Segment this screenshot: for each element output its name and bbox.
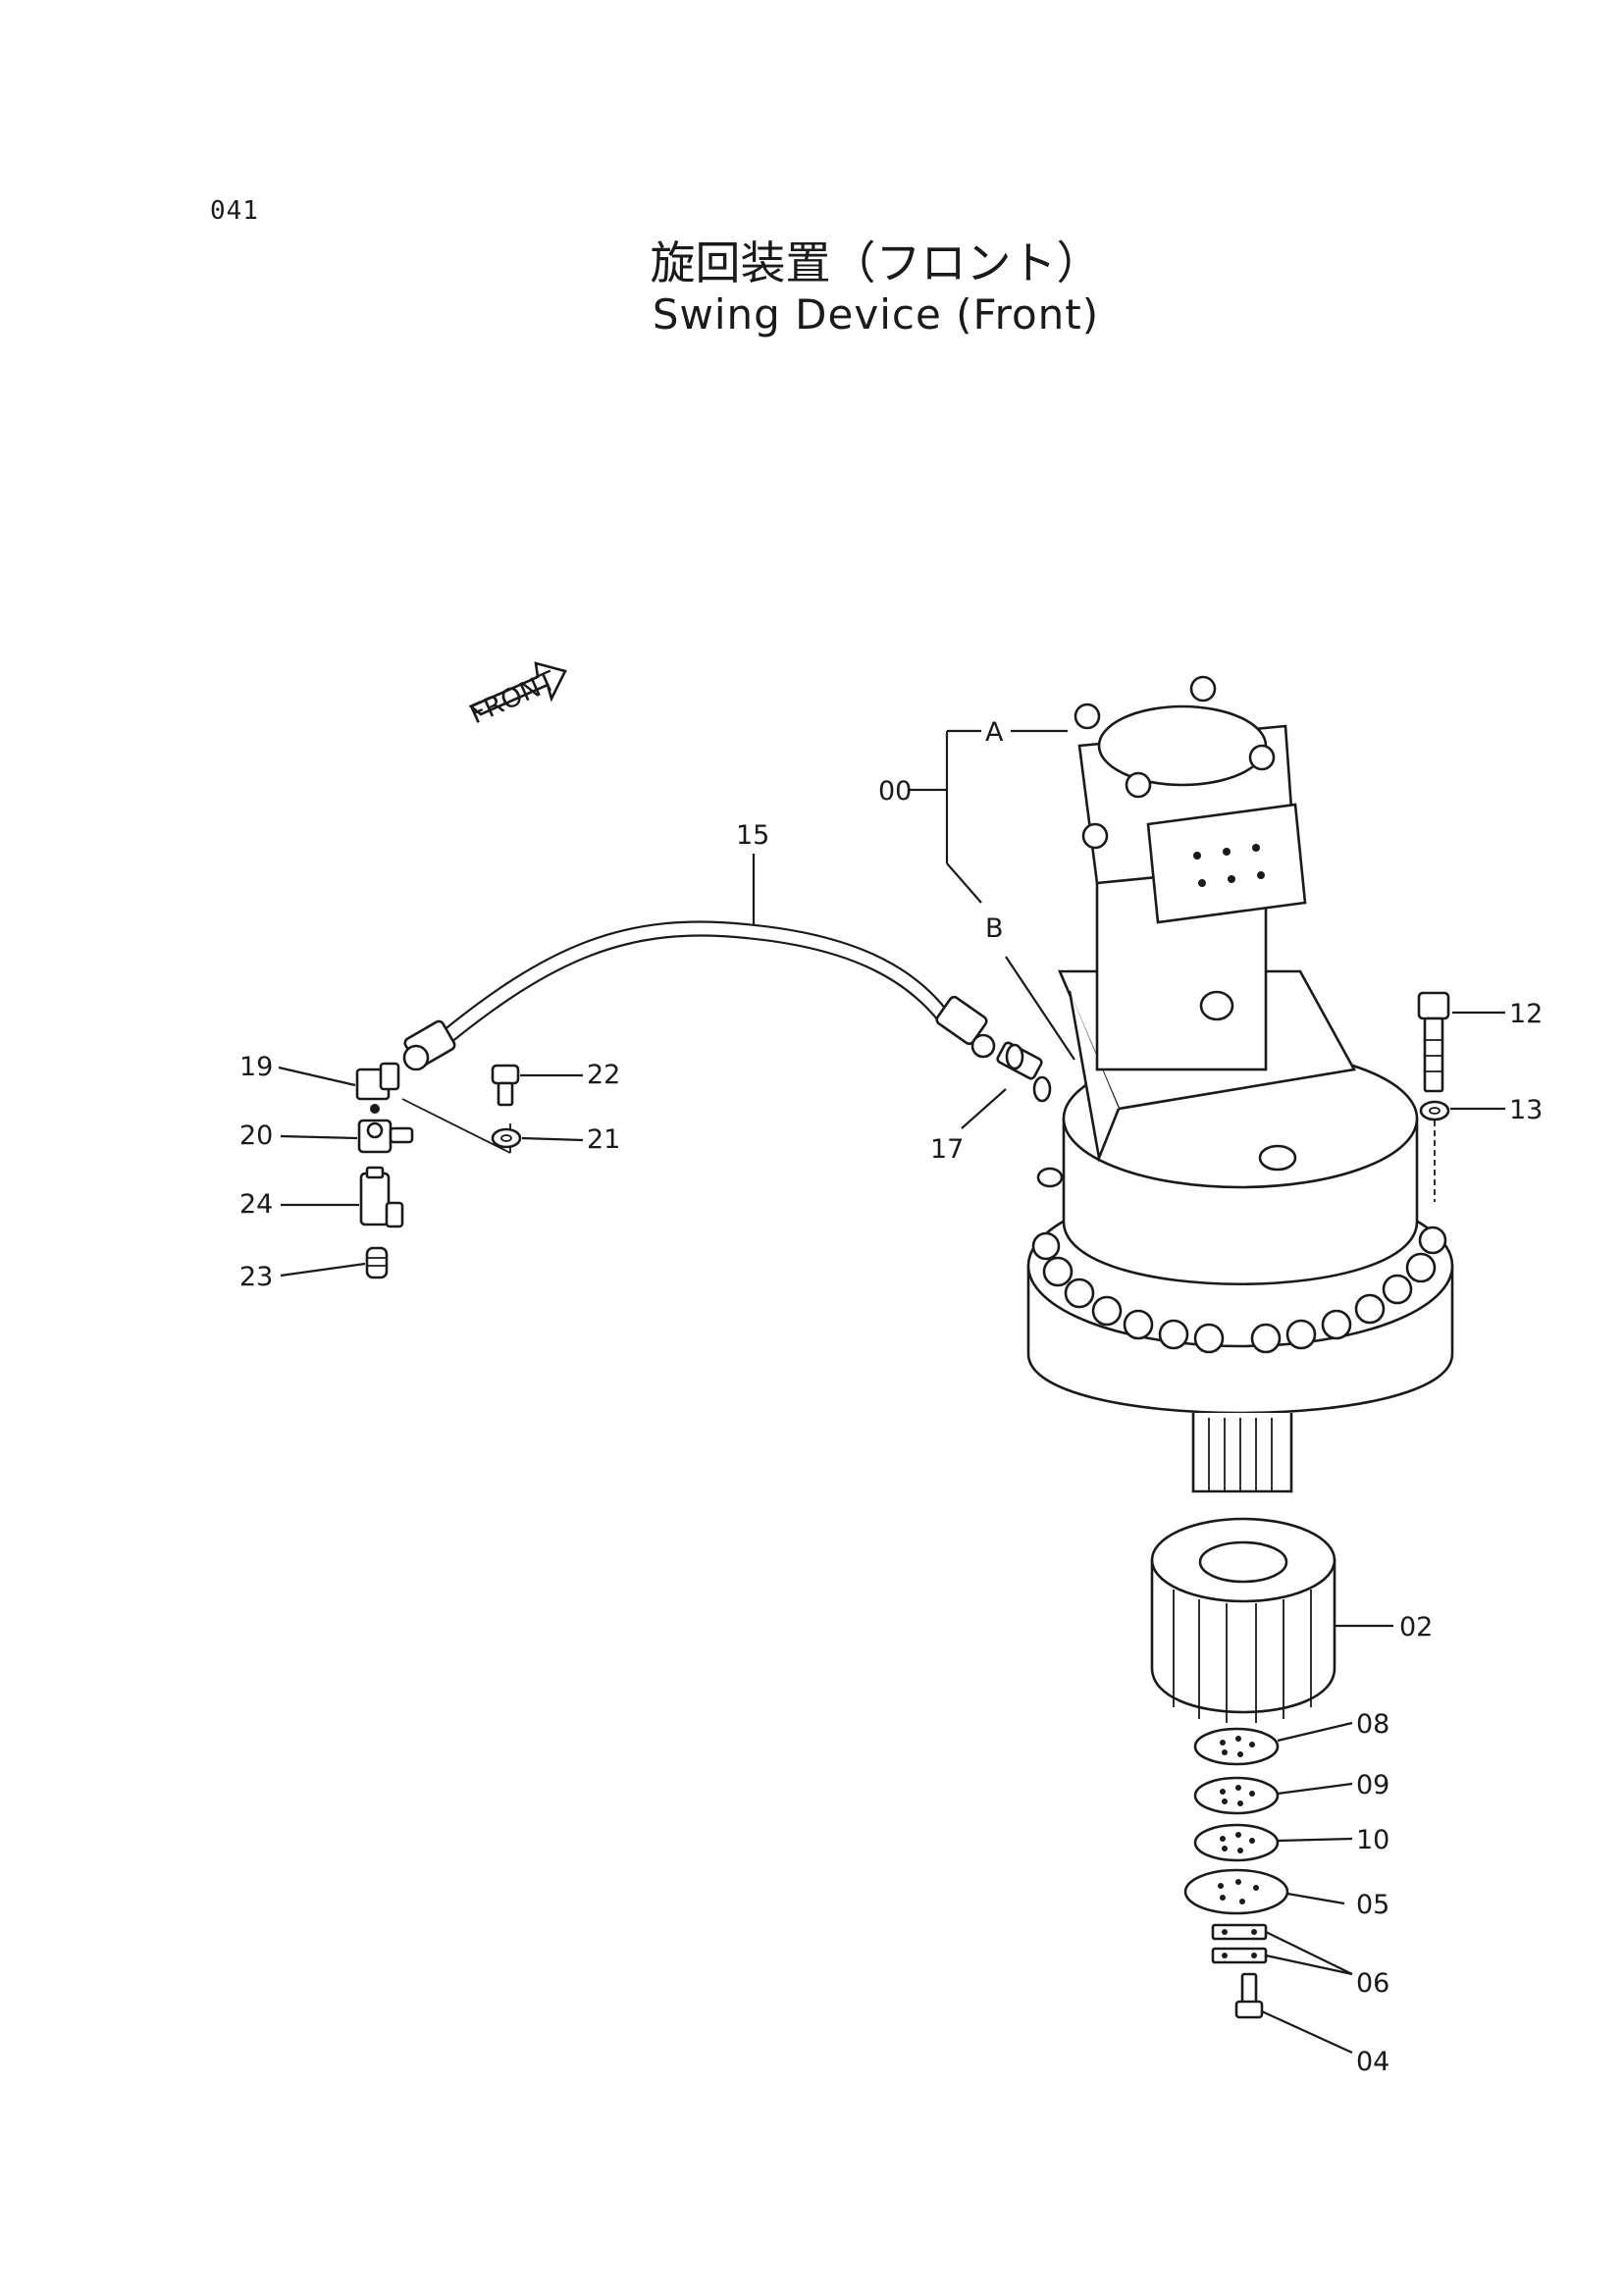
callout-08: 08 [1356, 1709, 1389, 1740]
plate-08 [1193, 1727, 1280, 1766]
swing-motor-assembly [1026, 675, 1454, 1493]
callout-21: 21 [587, 1124, 620, 1155]
connector-20 [357, 1098, 511, 1154]
leader-lines [278, 729, 1505, 2055]
bolt-04 [1234, 1972, 1264, 2019]
callout-19: 19 [239, 1052, 273, 1082]
callout-05: 05 [1356, 1890, 1389, 1920]
lock-plates-06 [1211, 1923, 1268, 1964]
callout-13: 13 [1509, 1095, 1543, 1125]
bolt-12 [1417, 991, 1450, 1093]
callout-20: 20 [239, 1121, 273, 1151]
callout-12: 12 [1509, 999, 1543, 1029]
plug-23 [365, 1246, 389, 1279]
title-japanese: 旋回装置（フロント） [650, 236, 1102, 289]
callout-04: 04 [1356, 2047, 1389, 2077]
washer-21 [491, 1127, 522, 1149]
washer-13 [1419, 1100, 1450, 1202]
callout-02: 02 [1399, 1612, 1433, 1642]
callout-17: 17 [930, 1134, 964, 1165]
callout-00: 00 [878, 776, 912, 807]
callout-06: 06 [1356, 1968, 1389, 1999]
fitting-17 [996, 1041, 1052, 1103]
pinion-gear-02 [1150, 1517, 1336, 1723]
callout-10: 10 [1356, 1825, 1389, 1855]
ring-bolts [1031, 1225, 1447, 1354]
callout-24: 24 [239, 1189, 273, 1220]
callout-22: 22 [587, 1060, 620, 1090]
plate-10 [1193, 1823, 1280, 1862]
tee-24 [359, 1166, 404, 1228]
callout-15: 15 [736, 820, 769, 851]
callout-labels: 00 A B 15 17 19 20 24 23 22 21 12 13 02 … [239, 717, 1543, 2077]
plate-09 [1193, 1776, 1280, 1815]
front-arrow: FRONT [465, 661, 567, 730]
front-label: FRONT [465, 665, 560, 730]
plate-05 [1183, 1868, 1289, 1915]
callout-23: 23 [239, 1262, 273, 1292]
hose-assembly [402, 920, 996, 1071]
callout-B: B [985, 913, 1004, 944]
bolt-22 [491, 1064, 520, 1107]
page-number: 041 [210, 196, 259, 226]
elbow-19 [355, 1062, 400, 1114]
callout-A: A [985, 717, 1004, 748]
callout-09: 09 [1356, 1770, 1389, 1800]
title-english: Swing Device (Front) [652, 290, 1100, 339]
